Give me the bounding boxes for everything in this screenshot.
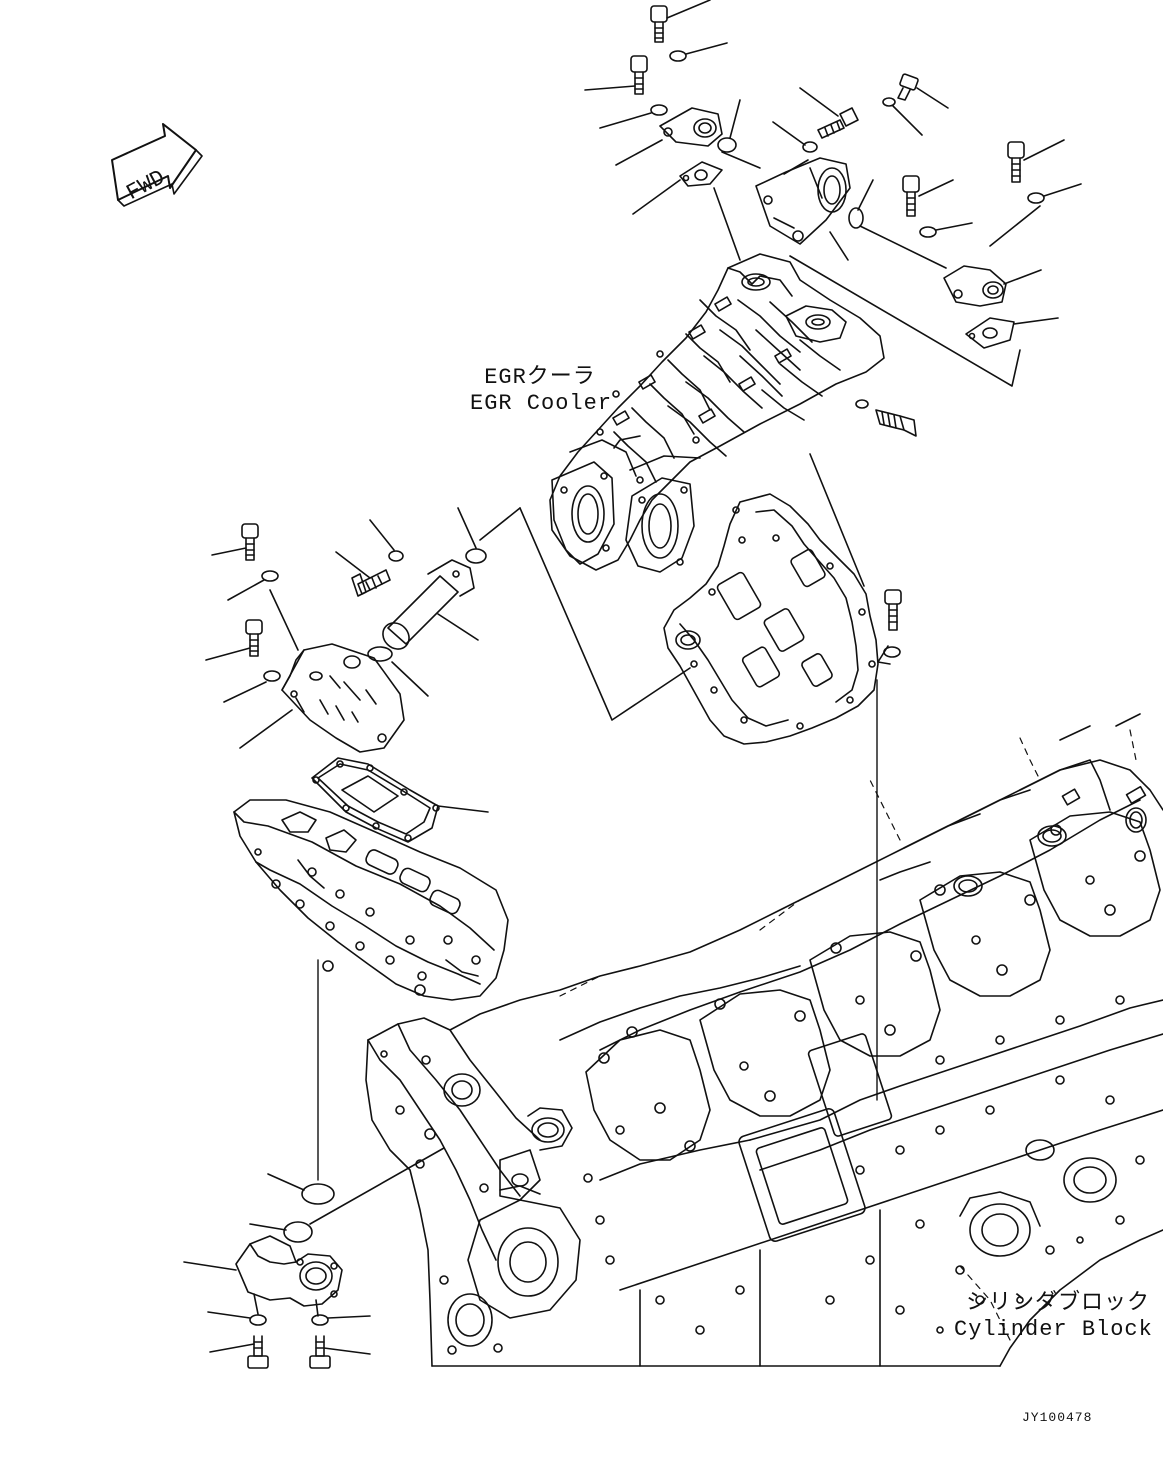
- o-ring-icon: [367, 646, 393, 662]
- washer-icon: [669, 50, 687, 62]
- egr-cooler-label-jp: EGRクーラ: [484, 365, 596, 390]
- top-right-fittings: [713, 73, 1082, 387]
- o-ring-icon: [283, 1221, 313, 1243]
- cylinder-block-label-en: Cylinder Block: [954, 1317, 1153, 1342]
- washer-icon: [650, 104, 668, 116]
- water-inlet-elbow: [183, 1147, 445, 1369]
- bolt-icon: [245, 619, 263, 657]
- bolt-icon: [884, 589, 902, 631]
- washer-icon: [311, 1314, 329, 1326]
- egr-cooler: [549, 253, 917, 573]
- washer-icon: [261, 570, 279, 582]
- thermostat-housing: [755, 157, 851, 245]
- bolt-icon: [309, 1335, 331, 1369]
- coolant-fitting-right: [943, 265, 1007, 307]
- drawing-id: JY100478: [1022, 1410, 1093, 1425]
- coolant-manifold: [281, 643, 405, 753]
- bolt-icon: [650, 5, 668, 43]
- washer-icon: [263, 670, 281, 682]
- bolt-icon: [247, 1335, 269, 1369]
- washer-icon: [388, 550, 404, 562]
- egr-cooler-label-en: EGR Cooler: [470, 391, 613, 416]
- washer-icon: [919, 226, 937, 238]
- washer-icon: [855, 399, 869, 409]
- fwd-label: FWD: [122, 165, 169, 206]
- bolt-icon: [817, 107, 859, 139]
- washer-icon: [882, 97, 896, 107]
- fwd-arrow-icon: FWD: [111, 123, 203, 207]
- o-ring-icon: [301, 1183, 335, 1205]
- bolt-icon: [902, 175, 920, 217]
- bolt-icon: [241, 523, 259, 561]
- bolt-icon: [875, 409, 917, 437]
- top-left-fittings: [584, 0, 741, 215]
- o-ring-icon: [717, 137, 737, 153]
- o-ring-icon: [465, 548, 487, 564]
- coolant-pipe: [382, 559, 475, 650]
- bolt-icon: [630, 55, 648, 95]
- washer-icon: [1027, 192, 1045, 204]
- washer-icon: [802, 141, 818, 153]
- o-ring-icon: [848, 207, 864, 229]
- cylinder-block-label-jp: シリンダブロック: [966, 1291, 1151, 1316]
- coolant-pipe-assembly: [205, 507, 489, 843]
- cylinder-block: [365, 729, 1163, 1367]
- bolt-icon: [1007, 141, 1025, 183]
- manifold-gasket: [311, 757, 440, 843]
- washer-icon: [249, 1314, 267, 1326]
- gasket-icon: [965, 317, 1015, 349]
- cooler-mount-plate: [663, 493, 902, 745]
- guide-line: [519, 507, 691, 721]
- bolt-icon: [351, 569, 391, 597]
- gasket-icon: [679, 161, 723, 187]
- cooler-housing-left: [233, 799, 509, 1001]
- coolant-fitting-small: [659, 107, 723, 147]
- bolt-icon: [897, 73, 919, 101]
